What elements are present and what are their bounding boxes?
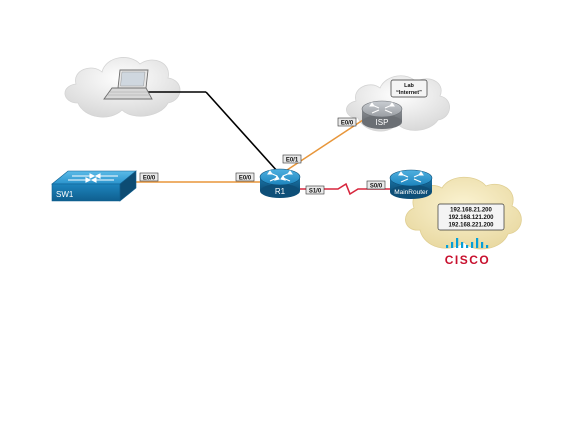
port-label-r1-e0-0: E0/0 [235,172,255,181]
switch-label: SW1 [56,190,74,199]
svg-text:Lab: Lab [404,83,414,89]
port-label-sw1-e0-0: E0/0 [139,172,159,181]
port-label-r1-s1-0: S1/0 [305,185,325,194]
router-r1[interactable]: R1 [259,168,301,198]
svg-text:E0/0: E0/0 [239,175,252,181]
router-r1-label: R1 [275,187,286,196]
ip-address-box: 192.168.21.200 192.168.121.200 192.168.2… [437,203,505,231]
switch-sw1[interactable]: SW1 [51,170,137,202]
laptop-r1-link-diagonal [205,91,279,173]
svg-text:CISCO: CISCO [445,253,491,267]
switch-icon [51,170,137,202]
r1-mainrouter-serial-link [300,182,394,196]
svg-text:192.168.121.200: 192.168.121.200 [448,215,494,221]
svg-text:S0/0: S0/0 [370,183,383,189]
port-label-r1-e0-1: E0/1 [282,154,302,163]
svg-text:192.168.221.200: 192.168.221.200 [448,223,494,229]
router-mainrouter-label: MainRouter [394,189,428,196]
svg-text:E0/0: E0/0 [341,120,354,126]
svg-text:E0/0: E0/0 [143,175,156,181]
svg-text:S1/0: S1/0 [309,188,322,194]
router-isp[interactable]: ISP [361,100,403,129]
port-label-mainrouter-s0-0: S0/0 [366,180,386,189]
svg-text:E0/1: E0/1 [286,157,299,163]
router-mainrouter[interactable]: MainRouter [389,169,433,199]
cisco-logo: CISCO [445,238,491,267]
port-label-isp-e0-0: E0/0 [337,117,357,126]
laptop-icon[interactable] [103,69,153,100]
lab-internet-note: Lab “Internet” [390,79,428,98]
svg-text:192.168.21.200: 192.168.21.200 [450,208,492,214]
router-icon [389,169,433,199]
svg-text:“Internet”: “Internet” [396,90,422,96]
router-icon [259,168,301,198]
router-isp-label: ISP [376,118,389,127]
router-icon [361,100,403,129]
